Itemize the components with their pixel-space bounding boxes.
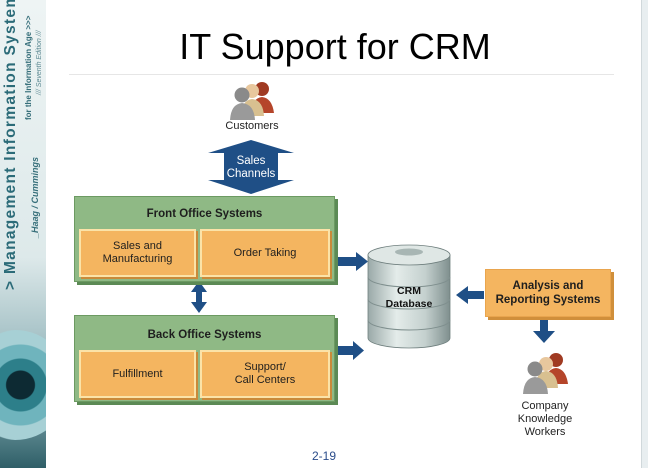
sales-channels-arrow [208,140,294,194]
order-taking-box: Order Taking [200,229,330,277]
front-back-arrow [191,281,207,313]
workers-label: Company Knowledge Workers [517,400,573,438]
crm-database-label: CRM Database [385,285,433,310]
analysis-to-workers-arrow [533,318,555,343]
slide-title: IT Support for CRM [179,26,491,67]
eye-graphic [0,330,46,440]
right-edge-strip [641,0,648,468]
back-to-db-arrow [336,341,364,360]
page-number: 2-19 [311,449,337,463]
analysis-to-db-arrow [456,286,484,304]
customers-people-icon [230,82,274,120]
fulfillment-box: Fulfillment [79,350,196,398]
workers-people-icon [523,353,568,394]
front-to-db-arrow [336,252,368,271]
front-office-title: Front Office Systems [146,208,263,220]
support-call-centers-box: Support/Call Centers [200,350,330,398]
side-banner: > Management Information Systems for the… [0,0,46,468]
customers-label: Customers [225,120,279,132]
sales-channels-label: Sales Channels [226,155,276,180]
back-office-title: Back Office Systems [147,329,262,341]
crm-database-icon [367,244,451,349]
